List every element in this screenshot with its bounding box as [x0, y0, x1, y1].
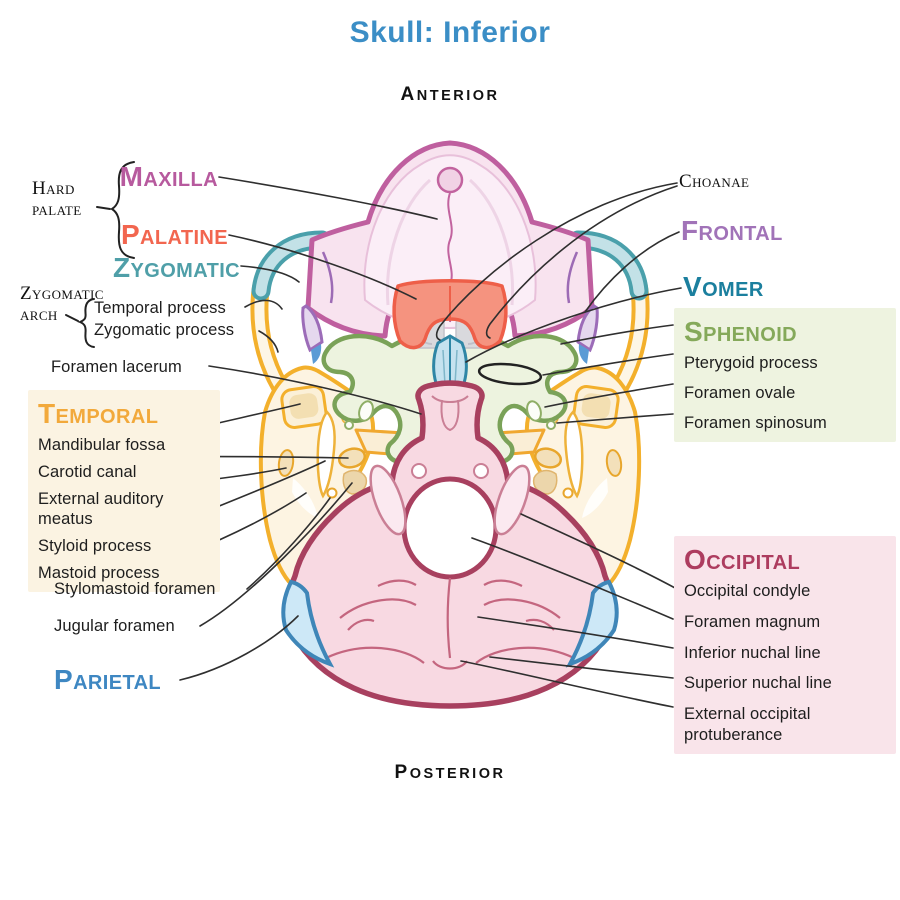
zygomatic-arch-brace — [77, 298, 95, 348]
zygomatic-arch-label: Zygomatic arch — [20, 283, 104, 326]
posterior-label: Posterior — [394, 762, 506, 783]
leader-lines — [149, 176, 682, 708]
superior-nuchal-line-right — [475, 646, 575, 664]
external-auditory-meatus-label: External auditory meatus — [38, 489, 164, 529]
frontal-label: Frontal — [681, 215, 783, 246]
hypoglossal-canal-left — [411, 463, 427, 479]
carotid-canal-left — [337, 447, 367, 469]
choanae-label: Choanae — [679, 171, 750, 192]
leader-inferior-nuchal-line — [477, 616, 674, 649]
sphenoid-panel: Sphenoid Pterygoid process Foramen ovale… — [674, 308, 896, 443]
temporal-panel: Temporal Mandibular fossa Carotid canal … — [28, 390, 220, 593]
sphenoparietal-wedge-left — [311, 344, 322, 364]
foramen-spinosum-label: Foramen spinosum — [684, 413, 827, 432]
sphenoid-label: Sphenoid — [684, 316, 798, 347]
foramen-spinosum-right — [546, 420, 556, 430]
stylomastoid-foramen-label: Stylomastoid foramen — [54, 580, 216, 598]
leader-sphenoid — [560, 324, 674, 345]
zygomatic-process-label: Zygomatic process — [94, 321, 235, 339]
superior-nuchal-line-left — [325, 646, 425, 664]
palatine-label: Palatine — [120, 219, 228, 250]
hard-palate-label: Hard palate — [32, 178, 82, 221]
leader-zygomatic — [240, 265, 300, 283]
external-occipital-protuberance — [432, 660, 468, 670]
leader-foramen-magnum — [471, 537, 674, 620]
foramen-magnum-label: Foramen magnum — [684, 613, 821, 632]
temporal-label: Temporal — [38, 398, 159, 429]
styloid-process-left — [316, 410, 336, 499]
foramen-ovale-right — [526, 400, 542, 422]
anterior-label: Anterior — [400, 84, 500, 105]
leader-foramen-lacerum — [208, 365, 422, 415]
page-title: Skull: Inferior — [349, 16, 551, 49]
occipital-condyle-left — [369, 464, 407, 536]
leader-stylomastoid-foramen — [246, 497, 331, 590]
styloid-process-label: Styloid process — [38, 536, 152, 555]
occipital-panel: Occipital Occipital condyle Foramen magn… — [674, 536, 896, 755]
carotid-canal-label: Carotid canal — [38, 463, 137, 482]
mastoid-process-left — [292, 478, 318, 518]
inferior-nuchal-line-left — [339, 598, 417, 619]
zygomatic-label: Zygomatic — [112, 252, 240, 283]
leader-external-occipital-protuberance — [460, 660, 674, 708]
parietal-label: Parietal — [54, 664, 162, 695]
occipital-condyle-label: Occipital condyle — [684, 582, 811, 601]
leader-occipital-condyle — [520, 513, 678, 590]
inferior-nuchal-line-right — [483, 598, 561, 619]
inferior-nuchal-line-label: Inferior nuchal line — [684, 643, 821, 662]
external-occipital-crest — [446, 577, 452, 659]
hypoglossal-canal-right — [473, 463, 489, 479]
leader-zygomatic-process — [258, 330, 279, 353]
mandibular-fossa-label: Mandibular fossa — [38, 436, 166, 455]
superior-nuchal-line-label: Superior nuchal line — [684, 674, 832, 693]
leader-superior-nuchal-line — [489, 656, 674, 679]
leader-choanae-right — [485, 185, 678, 339]
foramen-ovale-left — [358, 400, 374, 422]
leader-parietal — [179, 615, 299, 681]
foramen-magnum — [401, 476, 499, 580]
jugular-foramen-label: Jugular foramen — [54, 617, 175, 635]
leader-frontal — [584, 231, 680, 313]
frontal-bone-left — [301, 304, 324, 353]
group-braces — [65, 161, 135, 348]
foramen-spinosum-left — [344, 420, 354, 430]
leader-pterygoid-process — [542, 353, 674, 376]
nuchal-lines — [325, 577, 575, 670]
foramen-ovale-label: Foramen ovale — [684, 384, 796, 403]
external-occipital-protuberance-label: External occipital protuberance — [684, 704, 811, 744]
incisive-fossa — [436, 166, 464, 194]
occipital-label: Occipital — [684, 544, 801, 575]
parietal-bone-left — [281, 579, 335, 668]
temporal-process-label: Temporal process — [94, 299, 226, 317]
leader-maxilla — [218, 176, 438, 220]
occipital-condyle-right — [493, 464, 531, 536]
leader-foramen-spinosum — [556, 413, 674, 424]
foramen-lacerum-label: Foramen lacerum — [51, 358, 182, 376]
leader-jugular-foramen — [199, 482, 353, 627]
pharyngeal-tubercle — [440, 399, 460, 432]
leader-palatine — [228, 234, 417, 300]
leader-vomer — [465, 287, 682, 363]
hard-palate-brace — [110, 161, 135, 259]
zygomaticomaxillary-suture-left — [321, 251, 334, 304]
foramen-annotation-ellipse — [477, 362, 543, 386]
leader-choanae-left — [435, 182, 678, 341]
vomer-label: Vomer — [683, 271, 764, 302]
pterygoid-process-label: Pterygoid process — [684, 354, 818, 373]
zygomaticomaxillary-suture-right — [566, 251, 579, 304]
stylomastoid-foramen-left — [326, 487, 338, 499]
maxilla-label: Maxilla — [119, 161, 218, 192]
mastoid-process-label: Mastoid process — [38, 563, 160, 582]
leader-foramen-ovale — [544, 383, 674, 408]
leader-temporal-process — [244, 299, 283, 310]
